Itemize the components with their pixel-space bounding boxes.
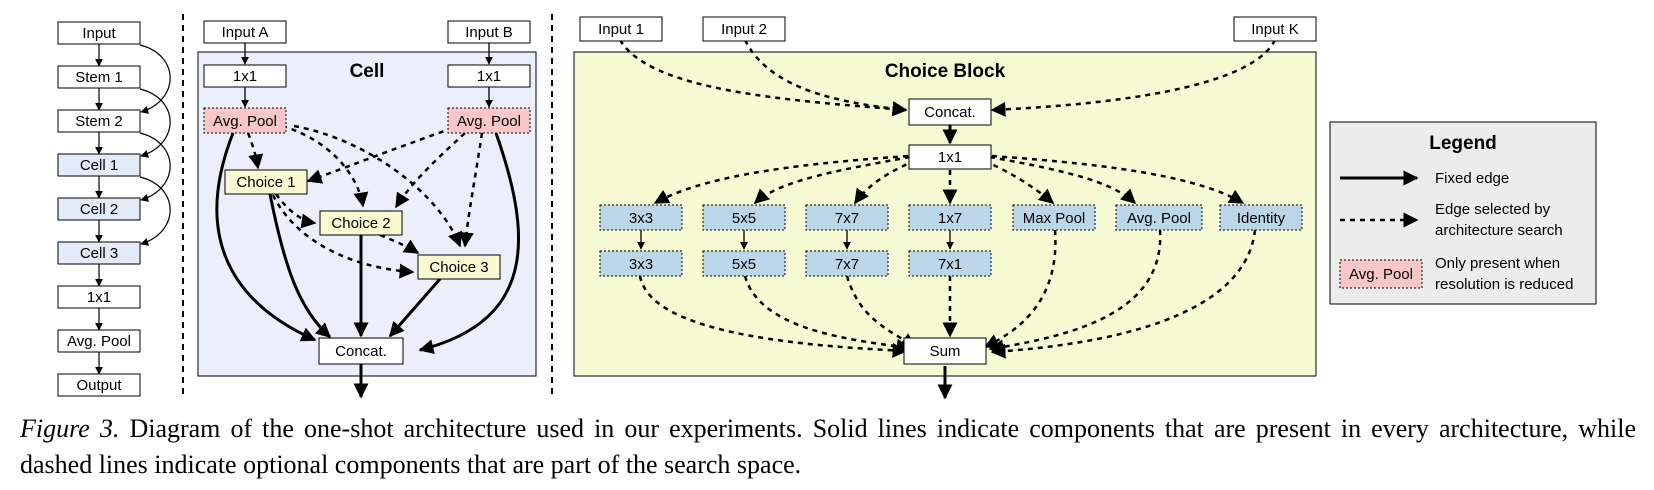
svg-text:Choice 2: Choice 2 [331,215,390,232]
cell-conv-b: 1x1 [447,64,531,88]
net-node-stem-2: Stem 2 [57,109,141,133]
svg-text:Concat.: Concat. [335,343,387,360]
svg-text:Input B: Input B [465,24,513,41]
cb-op-max-pool: Max Pool [1012,204,1096,231]
cb-op-avg-pool: Avg. Pool [1115,204,1203,231]
cb-op-top-5x5: 5x5 [702,204,786,231]
net-node-conv: 1x1 [57,285,141,309]
svg-text:Stem 2: Stem 2 [75,113,123,130]
svg-text:Input: Input [82,25,116,42]
legend-pool-label-1: Only present when [1435,255,1560,272]
svg-text:Cell 1: Cell 1 [80,157,118,174]
svg-text:Avg. Pool: Avg. Pool [457,113,521,130]
svg-text:3x3: 3x3 [629,256,653,273]
legend-pool-sample: Avg. Pool [1349,266,1413,283]
net-node-avg-pool: Avg. Pool [57,329,141,353]
svg-text:Output: Output [76,377,122,394]
cb-op-identity: Identity [1219,204,1303,231]
cb-concat: Concat. [908,98,992,126]
svg-text:1x7: 1x7 [938,210,962,227]
svg-text:7x1: 7x1 [938,256,962,273]
cb-op-top-3x3: 3x3 [599,204,683,231]
cell-choice-1: Choice 1 [224,169,308,195]
cell-fixed-edges [215,132,521,399]
cb-op-bottom-3x3: 3x3 [599,250,683,277]
svg-text:1x1: 1x1 [477,68,501,85]
choice-block-fixed-edges [637,125,958,400]
svg-text:Concat.: Concat. [924,104,976,121]
svg-text:Cell 2: Cell 2 [80,201,118,218]
cb-op-bottom-7x1: 7x1 [908,250,992,277]
legend-search-edge-label-1: Edge selected by [1435,201,1551,218]
svg-text:5x5: 5x5 [732,256,756,273]
svg-text:Max Pool: Max Pool [1023,210,1086,227]
svg-text:Avg. Pool: Avg. Pool [67,333,131,350]
net-node-cell-3: Cell 3 [57,241,141,265]
svg-text:Input 1: Input 1 [598,21,644,38]
cell-solid-edges [241,43,493,108]
cell-conv-a: 1x1 [203,64,287,88]
cell-search-edges [246,124,484,279]
net-node-cell-1: Cell 1 [57,153,141,177]
svg-text:1x1: 1x1 [233,68,257,85]
choice-block-search-edges [618,39,1277,359]
svg-text:Choice 3: Choice 3 [429,259,488,276]
cb-op-bottom-7x7: 7x7 [805,250,889,277]
cell-concat: Concat. [318,337,404,365]
svg-text:Identity: Identity [1237,210,1286,227]
cell-input-a: Input A [203,20,287,44]
cell-input-b: Input B [447,20,531,44]
cell-pool-b: Avg. Pool [447,107,531,134]
svg-text:7x7: 7x7 [835,210,859,227]
net-node-output: Output [57,373,141,397]
svg-text:Cell 3: Cell 3 [80,245,118,262]
architecture-diagram: Cell Choice Block Input Stem 1 Stem 2 Ce… [57,14,1597,400]
svg-text:Sum: Sum [930,343,961,360]
svg-text:Avg. Pool: Avg. Pool [1127,210,1191,227]
legend-pool-label-2: resolution is reduced [1435,276,1573,293]
svg-text:Input 2: Input 2 [721,21,767,38]
svg-text:Input A: Input A [222,24,269,41]
svg-text:7x7: 7x7 [835,256,859,273]
net-node-input: Input [57,21,141,45]
svg-text:5x5: 5x5 [732,210,756,227]
cb-op-top-1x7: 1x7 [908,204,992,231]
svg-text:3x3: 3x3 [629,210,653,227]
legend-title: Legend [1429,133,1497,154]
net-node-cell-2: Cell 2 [57,197,141,221]
figure-caption: Figure 3. Diagram of the one-shot archit… [20,411,1636,483]
cb-input-1: Input 1 [579,16,663,42]
svg-text:1x1: 1x1 [87,289,111,306]
cell-choice-2: Choice 2 [319,210,403,236]
svg-text:1x1: 1x1 [938,149,962,166]
cb-conv: 1x1 [908,144,992,170]
caption-text: Diagram of the one-shot architecture use… [20,414,1636,479]
svg-text:Avg. Pool: Avg. Pool [213,113,277,130]
svg-text:Stem 1: Stem 1 [75,69,123,86]
cell-title: Cell [350,61,385,82]
svg-text:Choice 1: Choice 1 [236,174,295,191]
choice-block-title: Choice Block [885,61,1006,82]
svg-text:Input K: Input K [1251,21,1299,38]
legend-fixed-edge-label: Fixed edge [1435,170,1509,187]
cb-input-2: Input 2 [702,16,786,42]
legend-search-edge-label-2: architecture search [1435,222,1563,239]
cb-op-top-7x7: 7x7 [805,204,889,231]
network-edges [95,44,171,375]
legend: Legend Fixed edge Edge selected by archi… [1329,121,1597,305]
cb-sum: Sum [903,337,987,365]
cb-input-k: Input K [1233,16,1317,42]
cell-pool-a: Avg. Pool [203,107,287,134]
cb-op-bottom-5x5: 5x5 [702,250,786,277]
net-node-stem-1: Stem 1 [57,65,141,89]
figure-label: Figure 3. [20,414,120,443]
cell-choice-3: Choice 3 [417,254,501,280]
